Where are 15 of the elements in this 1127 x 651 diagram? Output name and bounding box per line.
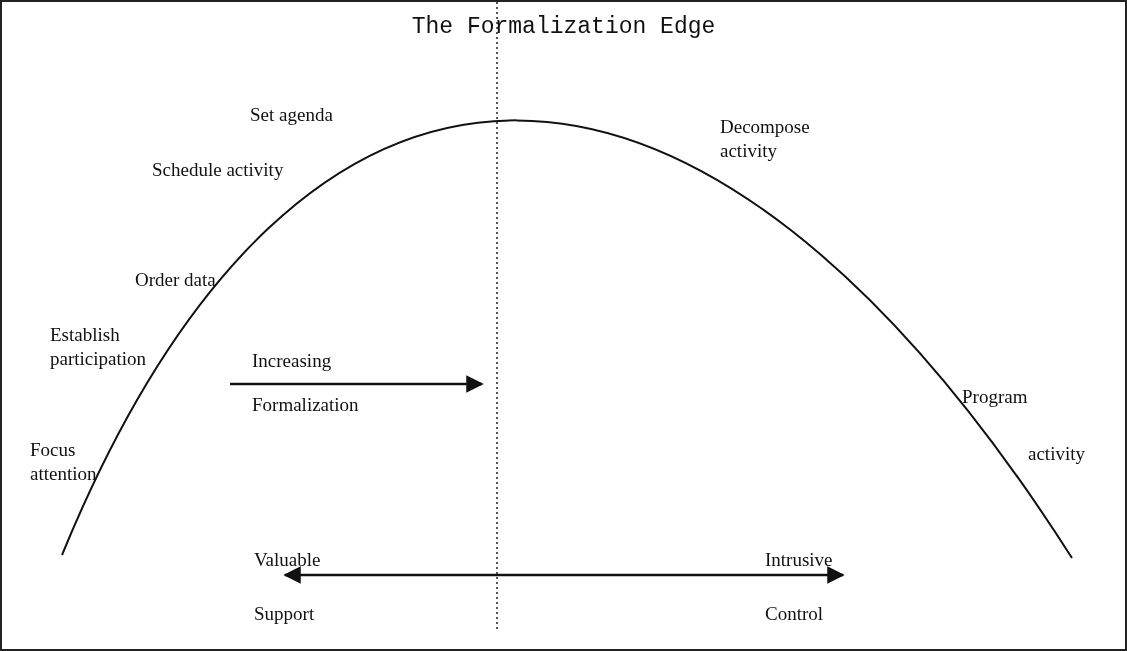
curve-label: Decompose activity xyxy=(720,115,811,163)
curve-label: Schedule activity xyxy=(152,158,284,182)
axis-label: Formalization xyxy=(252,393,359,417)
scale-label: Support xyxy=(254,602,315,626)
curve-label: Establish participation xyxy=(50,323,148,371)
title: The Formalization Edge xyxy=(410,14,717,40)
curve-label: Order data xyxy=(135,268,216,292)
curve-label: Program xyxy=(962,385,1028,409)
scale-label: Valuable xyxy=(254,548,321,572)
curve-label: Focus attention xyxy=(30,438,98,486)
scale-label: Intrusive xyxy=(765,548,833,572)
scale-label: Control xyxy=(765,602,824,626)
axis-label: Increasing xyxy=(252,349,332,373)
curve-label: Set agenda xyxy=(250,103,333,127)
curve-label: activity xyxy=(1028,442,1085,466)
